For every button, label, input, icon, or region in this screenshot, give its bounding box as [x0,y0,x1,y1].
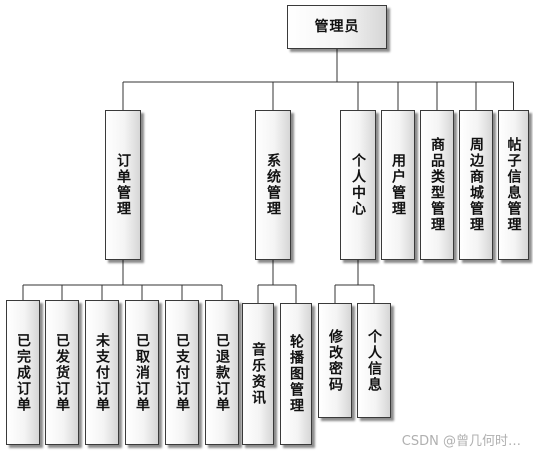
node-post-management-label: 帖子信息管理 [505,137,522,233]
node-completed-orders-label: 已完成订单 [15,332,31,413]
node-personal-center-label: 个人中心 [350,153,366,217]
node-completed-orders: 已完成订单 [6,300,40,445]
node-cancelled-orders-label: 已取消订单 [134,332,150,413]
node-category-management: 商品类型管理 [420,110,454,260]
node-carousel-management-label: 轮播图管理 [288,334,304,414]
node-music-news-label: 音乐资讯 [250,342,266,406]
node-order-management-label: 订单管理 [115,153,131,217]
node-unpaid-orders-label: 未支付订单 [94,332,110,413]
node-mall-management-label: 周边商城管理 [468,137,484,233]
node-root-admin-label: 管理员 [314,19,360,35]
node-paid-orders-label: 已支付订单 [174,332,190,413]
csdn-watermark: CSDN @曾几何时… [401,434,521,449]
node-personal-info-label: 个人信息 [366,328,382,393]
node-root-admin: 管理员 [287,5,387,49]
node-mall-management: 周边商城管理 [459,110,493,260]
node-system-management-label: 系统管理 [265,153,281,217]
node-personal-center: 个人中心 [340,110,376,260]
node-paid-orders: 已支付订单 [165,300,199,445]
node-shipped-orders-label: 已发货订单 [54,332,70,413]
node-system-management: 系统管理 [255,110,291,260]
node-music-news: 音乐资讯 [242,303,274,445]
node-personal-info: 个人信息 [357,303,391,418]
node-change-password-label: 修改密码 [327,328,343,393]
node-refunded-orders: 已退款订单 [205,300,239,445]
node-category-management-label: 商品类型管理 [429,137,445,233]
node-post-management: 帖子信息管理 [498,110,529,260]
node-refunded-orders-label: 已退款订单 [214,332,230,413]
node-user-management-label: 用户管理 [390,153,406,217]
node-carousel-management: 轮播图管理 [280,303,312,445]
node-user-management: 用户管理 [381,110,415,260]
node-change-password: 修改密码 [318,303,352,418]
node-order-management: 订单管理 [105,110,141,260]
node-cancelled-orders: 已取消订单 [125,300,159,445]
node-shipped-orders: 已发货订单 [45,300,79,445]
node-unpaid-orders: 未支付订单 [85,300,119,445]
